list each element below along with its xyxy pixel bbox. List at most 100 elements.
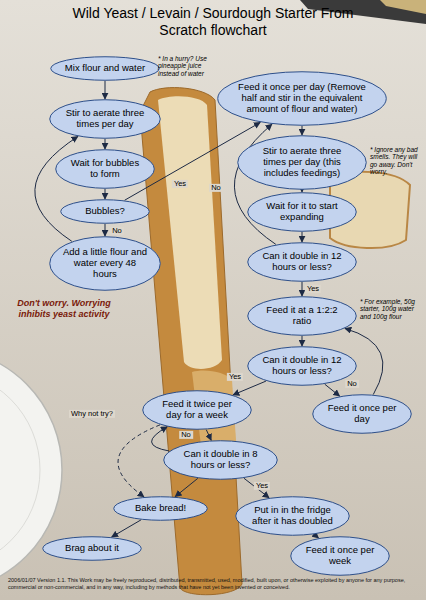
node-text-group: Mix flour and water bbox=[65, 63, 145, 74]
footnote: * Ignore any bad smells. They will go aw… bbox=[370, 146, 422, 176]
footnote: * For example, 50g starter, 100g water a… bbox=[360, 298, 422, 320]
process-ellipse: Wait for it to start expanding bbox=[247, 192, 357, 232]
flow-connector bbox=[206, 430, 211, 441]
node-text: Wait for bubbles to form bbox=[67, 158, 143, 180]
process-ellipse: Add a little flour and water every 48 ho… bbox=[49, 236, 161, 291]
ellipse-shape bbox=[50, 237, 161, 291]
node-text-group: Can it double in 12 hours or less? bbox=[260, 251, 344, 273]
node-text: Put in in the fridge after it has double… bbox=[249, 505, 336, 527]
ellipse-shape bbox=[114, 497, 208, 521]
node-text: Bubbles? bbox=[85, 206, 125, 217]
node-text: Feed it once per day (Remove half and st… bbox=[237, 82, 367, 115]
node-text: Stir to aerate three times per day bbox=[62, 108, 148, 130]
flow-connector bbox=[35, 136, 78, 241]
flow-connector bbox=[105, 189, 106, 199]
flow-connector bbox=[118, 425, 160, 497]
node-text: Can it double in 12 hours or less? bbox=[260, 355, 344, 377]
node-text: Wait for it to start expanding bbox=[260, 201, 344, 223]
ellipse-shape bbox=[218, 72, 387, 126]
ellipse-shape bbox=[61, 200, 150, 224]
edge-label: Yes bbox=[172, 180, 188, 188]
flow-connector bbox=[175, 478, 198, 496]
license-footer: 2006/01/07 Version 1.1. This Work may be… bbox=[8, 577, 418, 590]
edge-label: Yes bbox=[254, 482, 270, 490]
ellipse-shape bbox=[248, 243, 357, 282]
node-text-group: Stir to aerate three times per day (this… bbox=[253, 146, 351, 179]
flow-connector bbox=[105, 81, 106, 99]
warning-note: Don't worry. Worrying inhibits yeast act… bbox=[14, 298, 114, 320]
knife-handle bbox=[380, 0, 426, 14]
process-ellipse: Can it double in 8 hours or less? bbox=[163, 440, 278, 480]
process-ellipse: Feed it once per day bbox=[312, 394, 412, 434]
node-text-group: Add a little flour and water every 48 ho… bbox=[62, 247, 148, 280]
node-text: Brag about it bbox=[65, 543, 119, 554]
flow-connector bbox=[302, 282, 303, 296]
node-text-group: Feed it at a 1:2:2 ratio bbox=[260, 305, 344, 327]
node-text-group: Wait for it to start expanding bbox=[260, 201, 344, 223]
node-text-group: Bubbles? bbox=[85, 206, 125, 217]
flow-connector bbox=[302, 126, 303, 135]
process-ellipse: Bake bread! bbox=[113, 496, 208, 521]
node-text: Feed it at a 1:2:2 ratio bbox=[260, 305, 344, 327]
flow-connector bbox=[152, 427, 170, 451]
ellipse-shape bbox=[43, 537, 142, 561]
node-text: Feed it twice per day for a week bbox=[155, 399, 239, 421]
ellipse-shape bbox=[164, 441, 278, 480]
node-text: Mix flour and water bbox=[65, 63, 145, 74]
ellipse-shape bbox=[291, 537, 390, 576]
node-text: Can it double in 8 hours or less? bbox=[177, 449, 264, 471]
edge-label: Yes bbox=[305, 285, 321, 293]
node-text: Bake bread! bbox=[135, 503, 186, 514]
edge-label: No bbox=[209, 184, 223, 192]
edge-label: Why not try? bbox=[69, 410, 115, 418]
node-text: Can it double in 12 hours or less? bbox=[260, 251, 344, 273]
flow-connector bbox=[105, 224, 106, 236]
process-ellipse: Brag about it bbox=[42, 536, 142, 561]
edge-label: No bbox=[110, 227, 124, 235]
edge-label: No bbox=[179, 431, 193, 439]
plate-rim bbox=[0, 370, 40, 570]
node-text-group: Feed it once per week bbox=[302, 545, 378, 567]
ellipse-shape bbox=[248, 347, 357, 386]
edge-label: No bbox=[345, 380, 359, 388]
flow-connector bbox=[105, 139, 106, 149]
process-ellipse: Feed it once per day (Remove half and st… bbox=[217, 71, 387, 126]
node-text-group: Feed it once per day (Remove half and st… bbox=[237, 82, 367, 115]
process-ellipse: Can it double in 12 hours or less? bbox=[247, 346, 357, 386]
node-text-group: Feed it twice per day for a week bbox=[155, 399, 239, 421]
ellipse-shape bbox=[248, 297, 357, 336]
node-text-group: Feed it once per day bbox=[324, 403, 400, 425]
process-ellipse: Mix flour and water bbox=[50, 56, 160, 81]
process-ellipse: Feed it twice per day for a week bbox=[142, 390, 252, 430]
process-ellipse: Wait for bubbles to form bbox=[55, 149, 155, 189]
node-text-group: Can it double in 12 hours or less? bbox=[260, 355, 344, 377]
ellipse-shape bbox=[51, 57, 160, 81]
flow-connector bbox=[302, 190, 303, 192]
node-text: Stir to aerate three times per day (this… bbox=[253, 146, 351, 179]
edge-label: Yes bbox=[227, 373, 243, 381]
process-ellipse: Feed it at a 1:2:2 ratio bbox=[247, 296, 357, 336]
process-ellipse: Put in in the fridge after it has double… bbox=[235, 496, 350, 536]
process-ellipse: Feed it once per week bbox=[290, 536, 390, 576]
ellipse-shape bbox=[236, 497, 350, 536]
node-text-group: Wait for bubbles to form bbox=[67, 158, 143, 180]
node-text-group: Stir to aerate three times per day bbox=[62, 108, 148, 130]
flow-connector bbox=[302, 336, 303, 346]
node-text-group: Bake bread! bbox=[135, 503, 186, 514]
node-text-group: Brag about it bbox=[65, 543, 119, 554]
flow-connector bbox=[112, 520, 141, 537]
ellipse-shape bbox=[238, 136, 367, 190]
ellipse-shape bbox=[313, 395, 412, 434]
footnote: * In a hurry? Use pineapple juice instea… bbox=[158, 55, 214, 77]
ellipse-shape bbox=[248, 193, 357, 232]
flow-connector bbox=[302, 232, 303, 242]
node-text: Add a little flour and water every 48 ho… bbox=[62, 247, 148, 280]
process-ellipse: Bubbles? bbox=[60, 199, 150, 224]
flow-connector bbox=[314, 534, 318, 537]
ellipse-shape bbox=[143, 391, 252, 430]
process-ellipse: Stir to aerate three times per day (this… bbox=[237, 135, 367, 190]
node-text: Feed it once per week bbox=[302, 545, 378, 567]
ellipse-shape bbox=[56, 150, 155, 189]
